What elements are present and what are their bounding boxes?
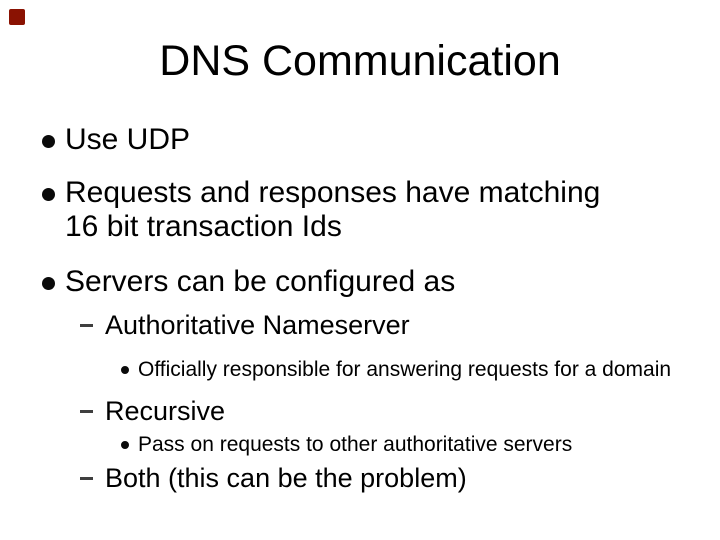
bullet-text: Use UDP <box>65 123 191 156</box>
bullet-text: Requests and responses have matching 16 … <box>65 175 601 244</box>
bullet-circle-icon <box>40 176 65 201</box>
bullet-text: Recursive <box>105 395 226 426</box>
bullet-circle-icon <box>40 123 65 148</box>
bullet-circle-small-icon <box>119 357 138 375</box>
bullet-item-use-udp: Use UDP <box>0 123 720 158</box>
bullet-dash-icon <box>79 309 105 327</box>
bullet-dash-icon <box>79 462 105 481</box>
bullet-item-pass-on: Pass on requests to other authoritative … <box>0 432 720 457</box>
bullet-circle-small-icon <box>119 432 138 449</box>
bullet-item-authoritative: Authoritative Nameserver <box>0 309 720 341</box>
corner-accent-square <box>9 9 25 25</box>
bullet-circle-icon <box>40 265 65 290</box>
bullet-item-officially: Officially responsible for answering req… <box>0 357 720 382</box>
slide-title: DNS Communication <box>159 37 561 85</box>
bullet-list: Use UDP Requests and responses have matc… <box>0 123 720 495</box>
bullet-text: Both (this can be the problem) <box>105 463 467 494</box>
bullet-text: Authoritative Nameserver <box>105 310 410 340</box>
bullet-item-requests: Requests and responses have matching 16 … <box>0 176 720 245</box>
bullet-text: Servers can be configured as <box>65 264 456 298</box>
bullet-text: Officially responsible for answering req… <box>138 358 672 382</box>
bullet-dash-icon <box>79 395 105 413</box>
bullet-text: Pass on requests to other authoritative … <box>138 432 573 456</box>
bullet-item-both: Both (this can be the problem) <box>0 462 720 494</box>
bullet-item-recursive: Recursive <box>0 395 720 427</box>
bullet-item-servers: Servers can be configured as <box>0 265 720 300</box>
